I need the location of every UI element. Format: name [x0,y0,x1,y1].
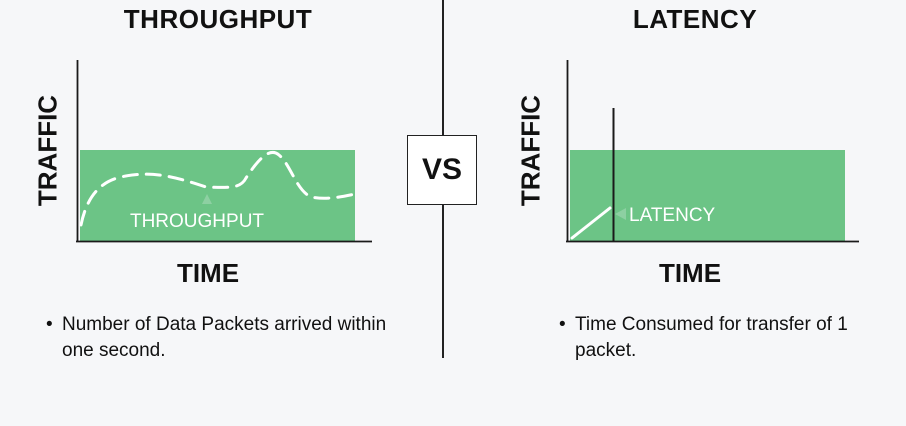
throughput-traffic-area [80,150,355,241]
latency-traffic-area [570,150,845,241]
throughput-x-axis-label: TIME [176,258,240,288]
throughput-title: THROUGHPUT [123,4,313,34]
latency-x-axis-label: TIME [658,258,722,288]
throughput-diagram: THROUGHPUT [76,60,372,243]
throughput-definition: • Number of Data Packets arrived within … [46,312,392,364]
latency-diagram: LATENCY [566,60,859,243]
bullet-dot-icon: • [46,314,53,335]
vs-label: VS [421,153,463,186]
throughput-annotation: THROUGHPUT [130,211,264,232]
latency-annotation: LATENCY [629,205,716,226]
bullet-dot-icon: • [559,314,566,335]
latency-line [570,206,612,240]
latency-y-axis-label: TRAFFIC [515,94,546,207]
throughput-definition-text: Number of Data Packets arrived within on… [62,314,387,361]
throughput-y-axis-label: TRAFFIC [32,94,63,207]
latency-definition-text: Time Consumed for transfer of 1 packet. [575,314,848,361]
latency-definition: • Time Consumed for transfer of 1 packet… [559,312,885,364]
throughput-dashed-curve [79,150,357,227]
latency-pointer-icon [615,208,626,220]
latency-title: LATENCY [632,4,758,34]
vs-box: VS [407,135,477,205]
throughput-pointer-icon [202,194,212,204]
